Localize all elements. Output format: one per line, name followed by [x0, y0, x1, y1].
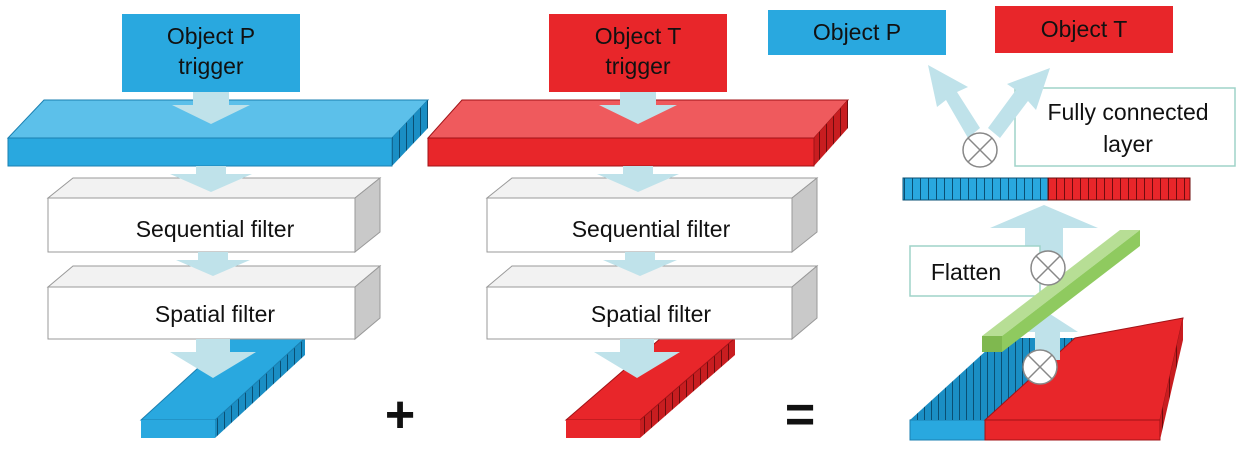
plus-sign: + — [385, 386, 415, 444]
fully-connected-label-2: layer — [1103, 131, 1153, 157]
circled-times-icon-top — [962, 132, 998, 168]
p-arrow-3 — [176, 252, 250, 276]
arrow-up-to-vector — [990, 205, 1098, 258]
middle-column: Object T trigger Sequential filter Spati… — [426, 14, 850, 438]
t-spatial-filter-box — [485, 264, 819, 341]
output-p-box — [768, 10, 946, 55]
t-sequential-filter-box — [485, 176, 819, 254]
p-spatial-filter-label: Spatial filter — [155, 301, 276, 327]
p-output-slab — [139, 337, 307, 438]
p-arrow-2 — [170, 166, 252, 192]
p-spatial-filter-box — [46, 264, 382, 341]
right-column: Object P Object T Fully connected layer … — [768, 6, 1236, 441]
p-sequential-filter-box — [46, 176, 382, 254]
fully-connected-box — [1014, 87, 1236, 167]
left-column: Object P trigger Sequential filter Spati… — [6, 14, 430, 438]
t-arrow-1 — [599, 92, 677, 124]
output-t-box — [995, 6, 1173, 53]
fully-connected-label-1: Fully connected — [1047, 99, 1208, 125]
t-spatial-filter-label: Spatial filter — [591, 301, 712, 327]
t-sequential-filter-label: Sequential filter — [572, 216, 731, 242]
p-arrow-4 — [170, 339, 256, 378]
t-trigger-label-2: trigger — [605, 53, 671, 79]
output-p-label: Object P — [813, 19, 901, 45]
t-arrow-3 — [603, 252, 677, 276]
p-trigger-box — [122, 14, 300, 92]
p-sequential-filter-label: Sequential filter — [136, 216, 295, 242]
green-flatten-bar — [982, 230, 1140, 352]
t-arrow-4 — [594, 339, 680, 378]
p-trigger-label-2: trigger — [178, 53, 244, 79]
p-trigger-label-1: Object P — [167, 23, 255, 49]
flatten-label: Flatten — [931, 259, 1001, 285]
flattened-vector — [902, 177, 1191, 201]
t-trigger-label-1: Object T — [595, 23, 682, 49]
t-trigger-box — [549, 14, 727, 92]
output-t-label: Object T — [1041, 16, 1128, 42]
circled-times-icon-middle — [1030, 250, 1066, 286]
circled-times-icon-bottom — [1022, 349, 1058, 385]
arrow-to-object-p — [928, 65, 980, 138]
arrow-to-object-t — [988, 68, 1050, 138]
p-arrow-1 — [172, 92, 250, 124]
t-arrow-2 — [597, 166, 679, 192]
equals-sign: = — [785, 386, 815, 444]
